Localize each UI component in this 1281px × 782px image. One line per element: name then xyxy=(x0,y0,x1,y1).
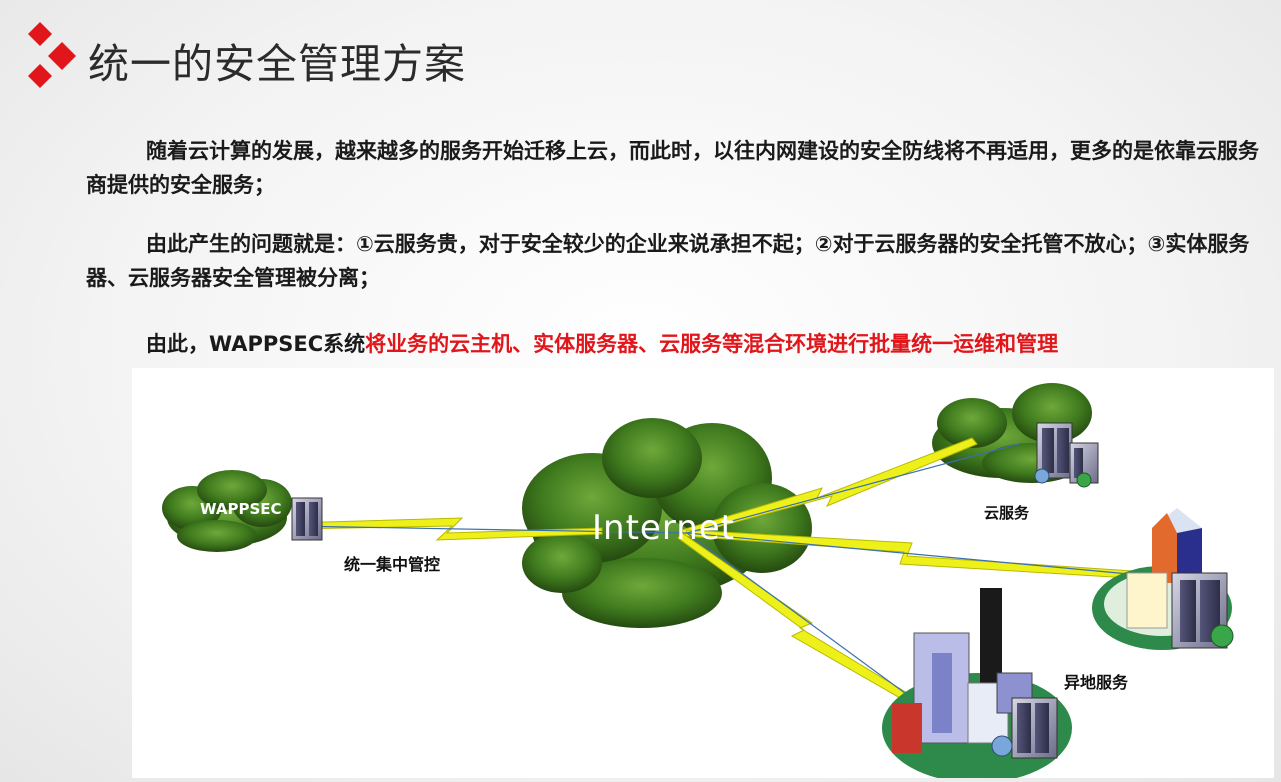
remote-service-building-icon xyxy=(882,588,1072,778)
paragraph-3-highlight: 将业务的云主机、实体服务器、云服务等混合环境进行批量统一运维和管理 xyxy=(365,332,1059,356)
internet-label: Internet xyxy=(592,508,736,548)
paragraph-2-text: 由此产生的问题就是：①云服务贵，对于安全较少的企业来说承担不起；②对于云服务器的… xyxy=(86,232,1250,290)
globe-icon xyxy=(1076,472,1092,488)
cloud-service-server-icon xyxy=(1034,422,1099,488)
central-control-label: 统一集中管控 xyxy=(344,555,441,574)
diamond-logo-icon xyxy=(22,20,82,92)
wappsec-cloud-icon xyxy=(162,470,292,552)
remote-service-label: 异地服务 xyxy=(1064,673,1129,692)
cloud-service-label: 云服务 xyxy=(984,504,1030,522)
wappsec-label: WAPPSEC xyxy=(200,500,282,518)
connection-lines xyxy=(291,442,1173,714)
paragraph-3-prefix: 由此，WAPPSEC系统 xyxy=(146,332,366,356)
paragraph-2: 由此产生的问题就是：①云服务贵，对于安全较少的企业来说承担不起；②对于云服务器的… xyxy=(86,227,1276,295)
paragraph-1-text: 随着云计算的发展，越来越多的服务开始迁移上云，而此时，以往内网建设的安全防线将不… xyxy=(86,139,1259,197)
datacenter-building-icon xyxy=(1092,508,1234,650)
paragraph-1: 随着云计算的发展，越来越多的服务开始迁移上云，而此时，以往内网建设的安全防线将不… xyxy=(86,134,1276,202)
lightning-link-icon xyxy=(291,437,1163,715)
wappsec-server-icon xyxy=(291,497,323,541)
page-title: 统一的安全管理方案 xyxy=(88,40,466,88)
network-diagram: WAPPSEC Internet 统一集中管控 云服务 异地服务 xyxy=(132,368,1274,778)
paragraph-3: 由此，WAPPSEC系统将业务的云主机、实体服务器、云服务等混合环境进行批量统一… xyxy=(86,327,1276,361)
